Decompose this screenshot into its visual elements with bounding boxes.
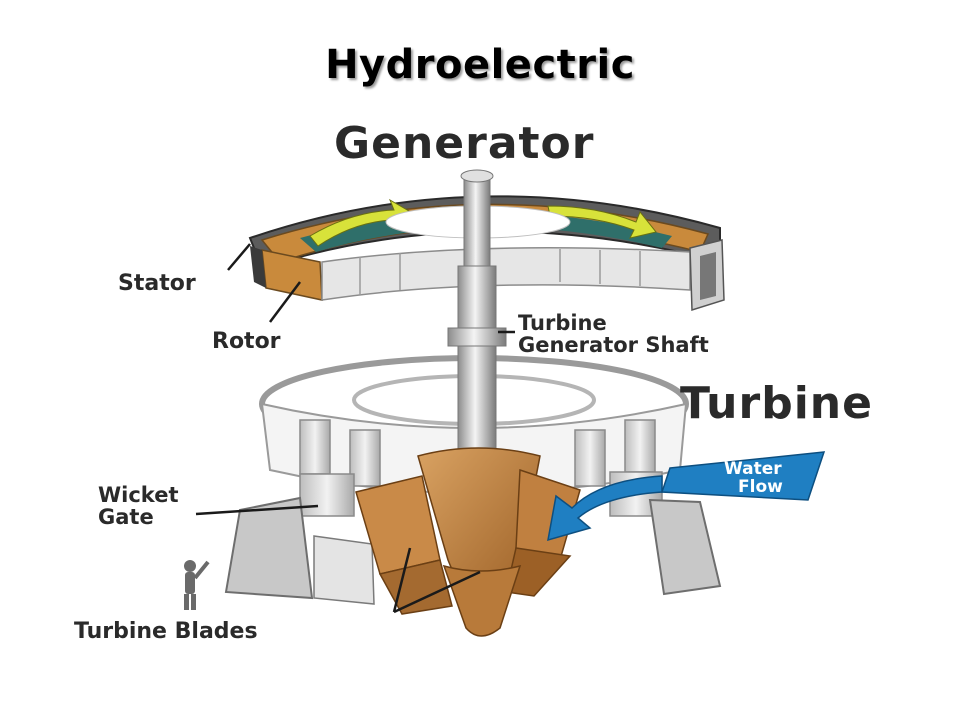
water-flow-down-arrow (547, 475, 663, 542)
stator-label: Stator (118, 271, 196, 296)
support-column-inner (313, 535, 375, 605)
pole-dividers (359, 249, 641, 295)
runner-cone (442, 564, 522, 637)
pole-pieces (321, 247, 691, 301)
shaft-lower (457, 265, 497, 463)
water-flow-shape (660, 451, 826, 501)
stator-leader (227, 243, 251, 271)
turbine-blades-label: Turbine Blades (74, 619, 258, 644)
slide-title: Hydroelectric (325, 42, 635, 88)
wicket-gate-label-line1: Wicket (98, 483, 179, 507)
person-silhouette-icon (184, 560, 210, 610)
stator-segment (250, 246, 266, 288)
water-flow-label-line2: Flow (738, 477, 783, 497)
wicket-gate-vanes (299, 419, 663, 517)
blades-leader-1 (392, 547, 412, 613)
water-flow-arrow: Water Flow (547, 451, 826, 542)
support-column-right (648, 498, 722, 596)
shaft-label-line2: Generator Shaft (518, 333, 709, 357)
blades-leader-2 (393, 570, 481, 614)
leader-lines (195, 243, 515, 614)
rotor-leader (269, 281, 301, 323)
support-column-left (224, 496, 314, 600)
wicket-gate-label-line2: Gate (98, 505, 154, 529)
shaft-top-cap (460, 169, 494, 183)
shaft-collar (447, 327, 507, 347)
generator-assembly (248, 195, 725, 312)
turbine-label: Turbine (680, 378, 873, 429)
stator-end-fins (700, 252, 716, 300)
rotor-label: Rotor (212, 329, 281, 354)
shaft-upper (463, 175, 491, 267)
rotation-arrow-right (547, 205, 657, 239)
turbine-generator-shaft (447, 169, 507, 463)
turbine-runner (355, 447, 581, 637)
water-flow-label-line1: Water (724, 459, 782, 479)
shaft-label-line1: Turbine (518, 311, 607, 335)
wicket-leader (195, 504, 319, 516)
generator-label: Generator (334, 118, 594, 169)
